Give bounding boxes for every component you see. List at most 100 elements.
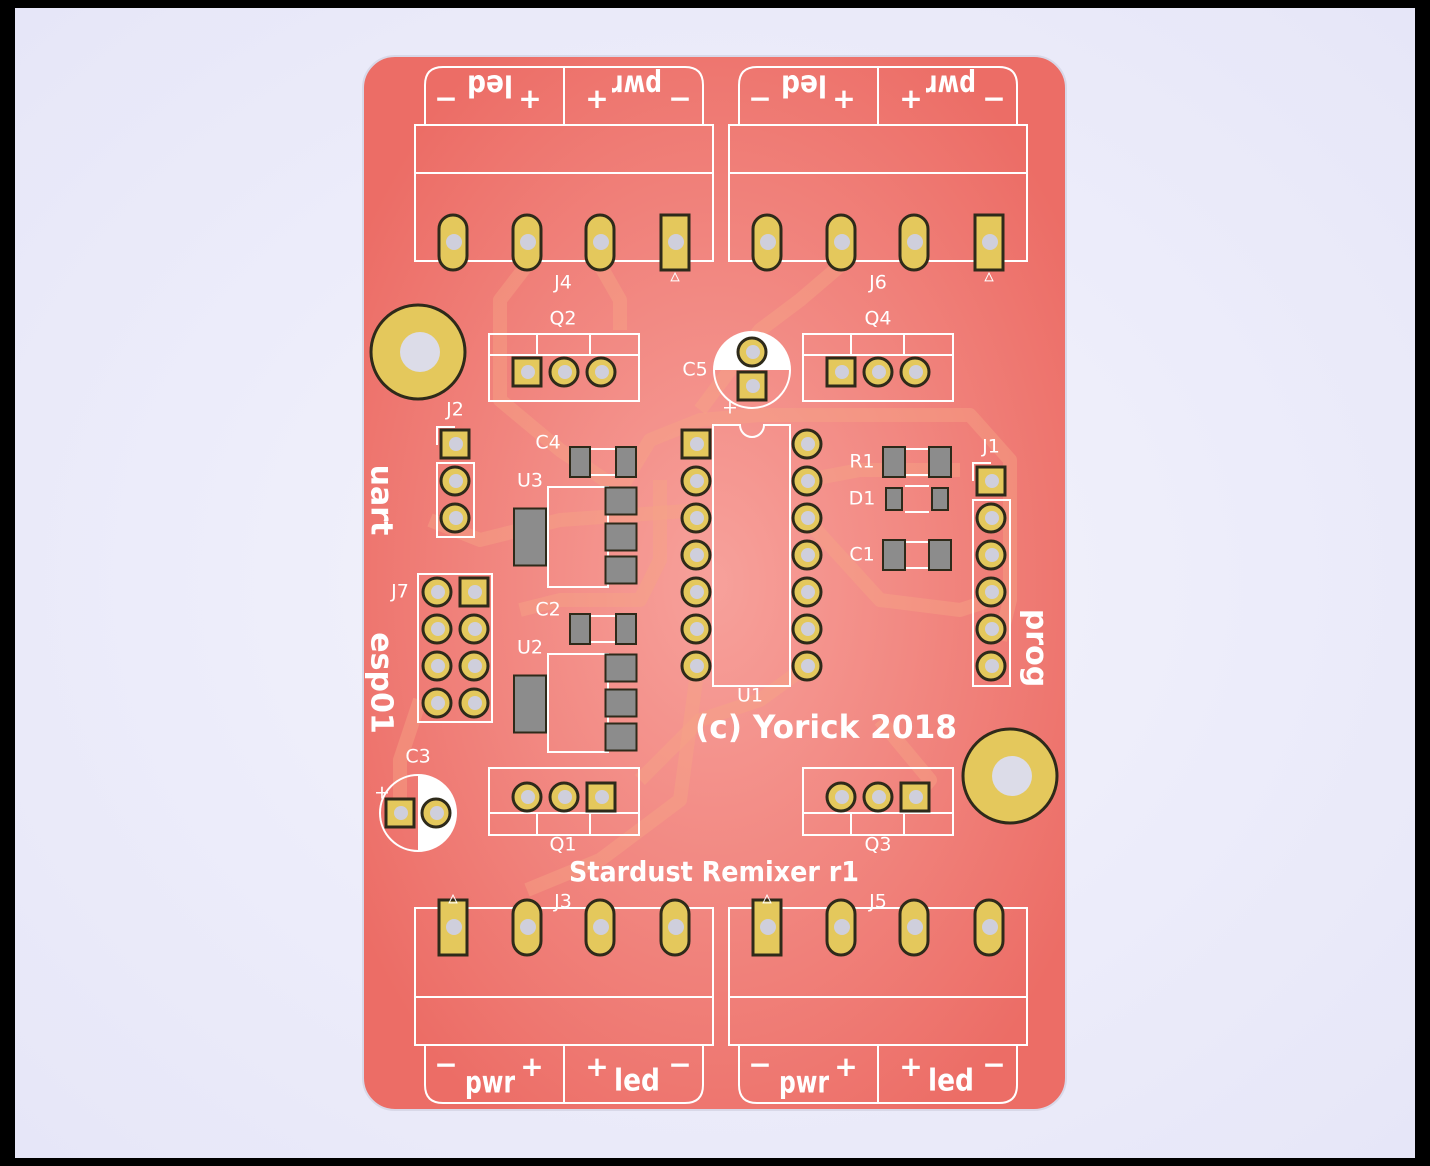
pad-drill-hole <box>468 696 482 710</box>
q3-pad <box>825 781 857 813</box>
pad-drill-hole <box>521 790 535 804</box>
pad-drill-hole <box>690 659 704 673</box>
u1-outline <box>712 424 791 687</box>
j3-terminal-labels: − pwr + + led − <box>434 1048 691 1101</box>
q4-pad <box>825 356 857 388</box>
terminal-pad <box>584 898 616 957</box>
pad-drill-hole <box>431 622 445 636</box>
svg-text:led: led <box>614 1064 660 1099</box>
d1-pad <box>931 487 949 511</box>
pad-drill-hole <box>909 790 923 804</box>
u1-pad <box>680 613 712 645</box>
terminal-pad <box>437 213 469 272</box>
pad-drill-hole <box>690 548 704 562</box>
svg-text:+: + <box>899 1050 922 1083</box>
silk-esp01-label: esp01 <box>364 632 399 733</box>
j7-outline <box>417 573 493 723</box>
pad-drill-hole <box>746 379 760 393</box>
pad-drill-hole <box>558 790 572 804</box>
ref-q4: Q4 <box>864 308 891 330</box>
pad-drill-hole <box>449 474 463 488</box>
pad-drill-hole <box>985 548 999 562</box>
j7-pad <box>458 576 490 608</box>
svg-text:−: − <box>434 1048 457 1081</box>
copyright-text: (c) Yorick 2018 <box>695 708 957 746</box>
pad-drill-hole <box>449 511 463 525</box>
u1-pad <box>791 465 823 497</box>
pad-drill-hole <box>872 790 886 804</box>
pad-drill-hole <box>872 365 886 379</box>
terminal-pad <box>825 898 857 957</box>
pad-drill-hole <box>431 659 445 673</box>
c2-pad <box>615 613 637 645</box>
j1-pad <box>975 576 1007 608</box>
pad-drill-hole <box>521 365 535 379</box>
silk-prog-label: prog <box>1019 609 1054 687</box>
j5-terminal-labels: − pwr + + led − <box>748 1048 1005 1101</box>
j1-pad <box>975 502 1007 534</box>
c5-pad <box>736 336 768 368</box>
pad-drill-hole <box>801 437 815 451</box>
c4-pad <box>569 446 591 478</box>
ref-j2: J2 <box>445 399 464 421</box>
terminal-pad <box>825 213 857 272</box>
j7-pad <box>458 613 490 645</box>
ref-u1: U1 <box>737 685 763 707</box>
u1-pad <box>791 539 823 571</box>
j1-pad <box>975 465 1007 497</box>
pad-drill-hole <box>668 919 684 935</box>
ref-q2: Q2 <box>549 308 576 330</box>
pad-drill-hole <box>835 790 849 804</box>
u1-pad <box>791 650 823 682</box>
ref-j6: J6 <box>868 272 887 294</box>
pad-drill-hole <box>985 511 999 525</box>
u1-pad <box>791 576 823 608</box>
j7-pad <box>421 576 453 608</box>
j7-pad <box>421 687 453 719</box>
transistor-outline <box>802 333 954 402</box>
svg-text:pwr: pwr <box>926 68 976 103</box>
pad-drill-hole <box>834 919 850 935</box>
pad-drill-hole <box>690 585 704 599</box>
terminal-pad <box>973 213 1005 272</box>
svg-text:−: − <box>748 82 771 115</box>
j2-pin1-mark <box>436 426 455 445</box>
terminal-pad <box>751 213 783 272</box>
c3-pad <box>420 797 452 829</box>
pad-drill-hole <box>909 365 923 379</box>
svg-text:−: − <box>982 82 1005 115</box>
u3-tab-pad <box>513 507 547 567</box>
pad-drill-hole <box>446 919 462 935</box>
u1-pad <box>680 502 712 534</box>
pad-drill-hole <box>520 234 536 250</box>
transistor-outline <box>488 767 640 836</box>
c5-pad <box>736 370 768 402</box>
u2-pad <box>604 722 638 752</box>
ref-c1: C1 <box>849 544 874 566</box>
terminal-pad <box>751 898 783 957</box>
reference-designators: J4 J6 Q2 Q4 C5 J2 C4 U3 R1 D1 C1 J1 J7 C… <box>390 272 1000 913</box>
terminal-pad <box>511 898 543 957</box>
u2-pad <box>604 653 638 683</box>
pad-copper <box>384 797 416 829</box>
q4-pad <box>862 356 894 388</box>
u3-pad <box>604 522 638 552</box>
j1-pin1-mark <box>972 462 991 481</box>
pad-drill-hole <box>801 585 815 599</box>
j7-pad <box>421 650 453 682</box>
pad-drill-hole <box>835 365 849 379</box>
pad-drill-hole <box>593 919 609 935</box>
j1-outline <box>972 499 1011 687</box>
u3-pad <box>604 555 638 585</box>
u1-pad <box>680 576 712 608</box>
c5-outline <box>713 331 791 409</box>
pad-drill-hole <box>760 919 776 935</box>
ref-c4: C4 <box>535 432 560 454</box>
j2-pad <box>439 428 471 460</box>
pad-drill-hole <box>746 345 760 359</box>
svg-text:led: led <box>928 1064 974 1099</box>
svg-text:+: + <box>834 1050 857 1083</box>
svg-text:−: − <box>668 1048 691 1081</box>
